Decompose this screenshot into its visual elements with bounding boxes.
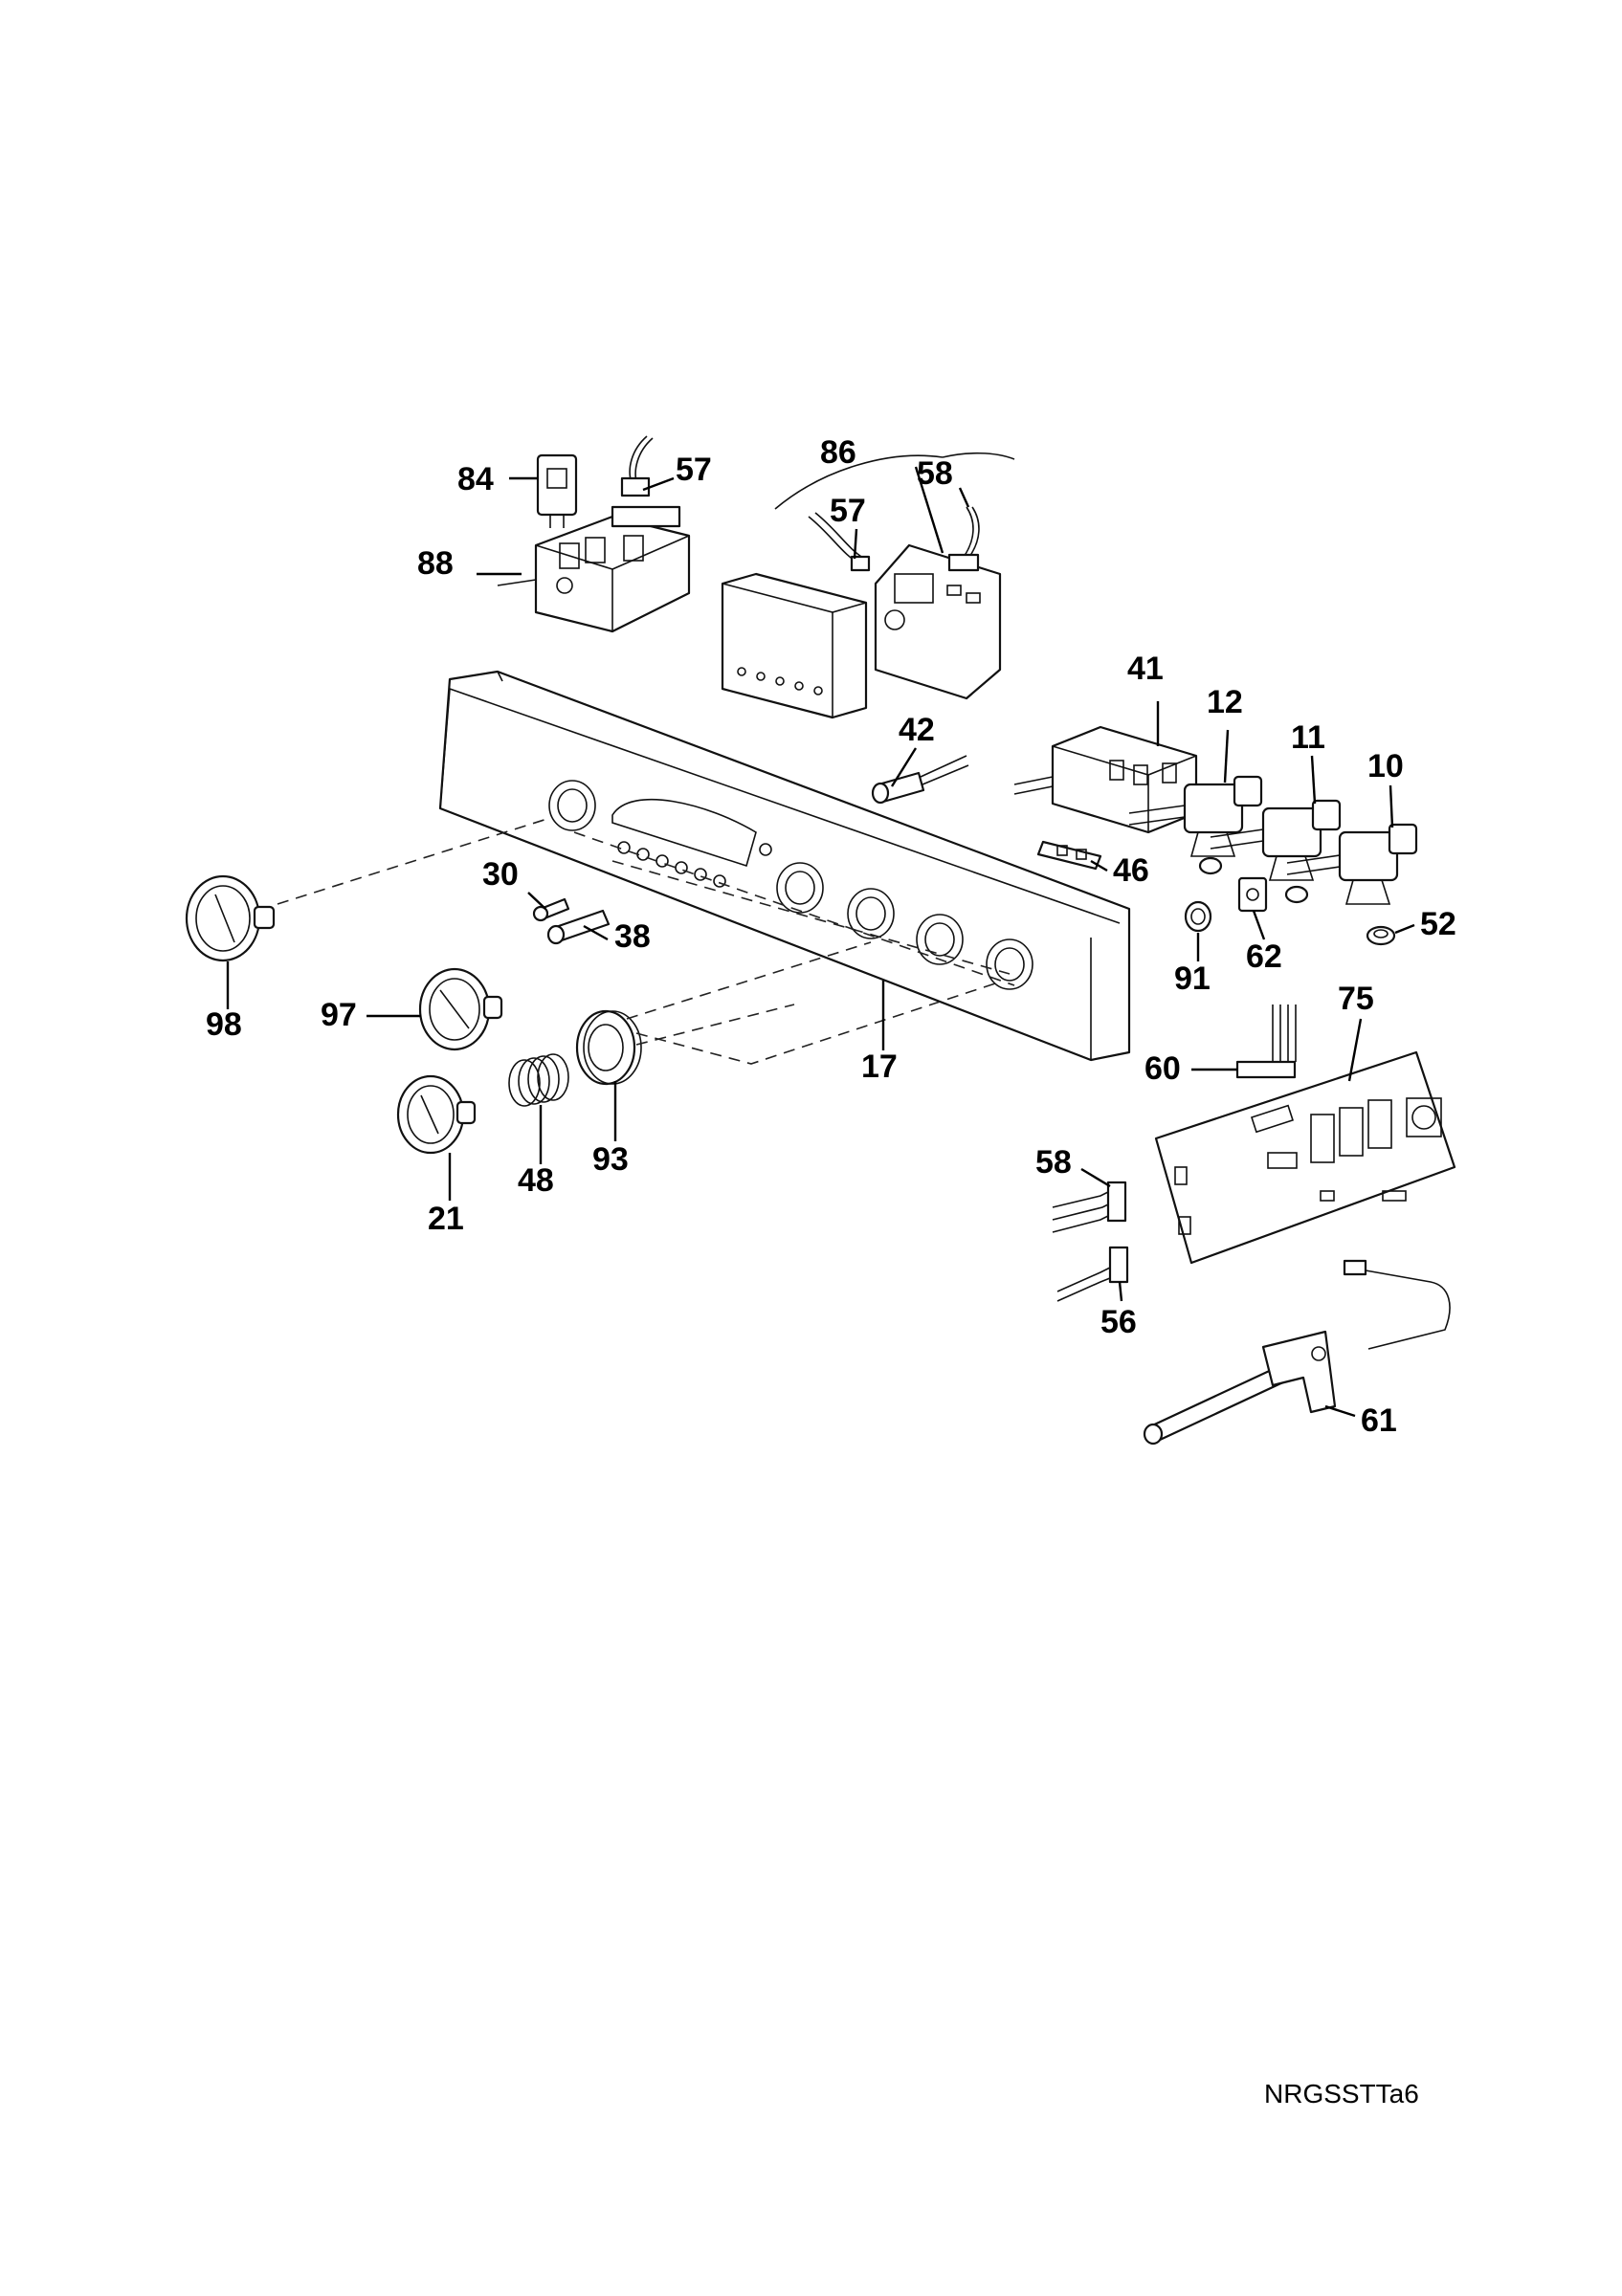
callout-75: 75 xyxy=(1338,981,1374,1017)
callout-17: 17 xyxy=(861,1049,898,1085)
callout-57-second: 57 xyxy=(830,493,866,529)
callout-41: 41 xyxy=(1127,651,1164,687)
part-10-gas-tap xyxy=(1286,823,1418,905)
callout-60: 60 xyxy=(1144,1050,1181,1087)
part-56-connector xyxy=(1056,1246,1129,1302)
callout-91: 91 xyxy=(1174,960,1211,997)
callout-52: 52 xyxy=(1420,906,1456,942)
part-48-spring xyxy=(508,1053,569,1107)
assembly-dashed-lines xyxy=(277,817,1015,1065)
display-buttons xyxy=(737,667,823,695)
part-46-clip xyxy=(1036,840,1102,871)
callout-57: 57 xyxy=(676,452,712,488)
panel-knob-holes xyxy=(548,780,1033,990)
part-58-connector-top xyxy=(947,506,980,572)
diagram-code: NRGSSTTa6 xyxy=(1264,2079,1419,2108)
part-62-microswitch xyxy=(1237,876,1268,913)
callout-48: 48 xyxy=(518,1162,554,1199)
part-38-pin xyxy=(546,909,611,945)
part-60-ribbon-connector xyxy=(1235,1004,1297,1079)
part-42-lamp xyxy=(871,755,969,805)
callout-88: 88 xyxy=(417,545,454,582)
callout-97: 97 xyxy=(321,997,357,1033)
callout-56: 56 xyxy=(1100,1304,1137,1340)
part-12-gas-tap xyxy=(1128,775,1263,857)
callout-42: 42 xyxy=(899,712,935,748)
part-41-selector-switch xyxy=(1013,725,1198,834)
callout-93: 93 xyxy=(592,1141,629,1178)
part-52-washer xyxy=(1366,925,1396,946)
part-93-bezel xyxy=(575,1009,642,1086)
callout-46: 46 xyxy=(1113,852,1149,889)
part-11-gas-tap xyxy=(1210,799,1342,881)
part-17-control-panel xyxy=(438,670,1131,1062)
callout-12: 12 xyxy=(1207,684,1243,720)
part-84-switch xyxy=(536,453,578,528)
part-58-connector-bottom xyxy=(1052,1181,1127,1233)
part-61-probe xyxy=(1143,1259,1451,1446)
callout-62: 62 xyxy=(1246,938,1282,975)
part-21-knob xyxy=(396,1074,477,1155)
leader-lines xyxy=(226,466,1415,1418)
part-88-switch-block xyxy=(497,505,691,633)
part-75-main-board xyxy=(1154,1050,1456,1265)
callout-21: 21 xyxy=(428,1201,464,1237)
small-washers xyxy=(1198,856,1309,904)
callout-58: 58 xyxy=(917,455,953,492)
callout-84: 84 xyxy=(457,461,494,497)
callout-11: 11 xyxy=(1291,719,1325,756)
callout-86: 86 xyxy=(820,434,856,471)
callout-61: 61 xyxy=(1361,1402,1397,1439)
callout-labels: 84 57 86 58 57 88 41 12 11 10 42 46 30 3… xyxy=(206,434,1456,1439)
callout-10: 10 xyxy=(1367,748,1404,784)
part-91-grommet xyxy=(1184,900,1212,933)
part-30-screw xyxy=(532,897,570,922)
callout-98: 98 xyxy=(206,1006,242,1043)
part-98-knob xyxy=(185,874,276,962)
part-86-display-assembly xyxy=(721,452,1015,719)
part-57-connector-cable-left xyxy=(620,435,654,497)
callout-30: 30 xyxy=(482,856,519,893)
callout-58-bottom: 58 xyxy=(1035,1144,1072,1181)
callout-38: 38 xyxy=(614,918,651,955)
part-97-knob xyxy=(418,967,503,1051)
